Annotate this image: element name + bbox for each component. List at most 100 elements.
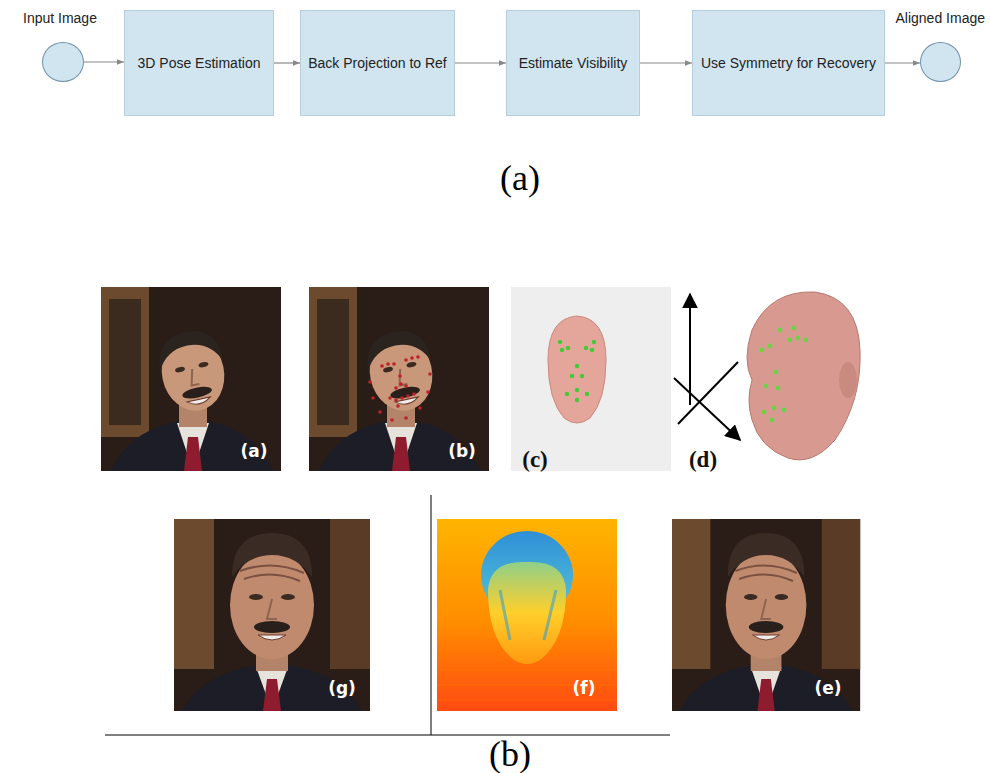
output-circle: Aligned Image: [920, 42, 961, 82]
flow-arrow: [274, 62, 300, 63]
landmark-dot: [570, 374, 574, 378]
subfigure-label: (g): [328, 680, 356, 697]
model-landmarks: [558, 340, 596, 402]
landmark-dot: [788, 338, 793, 343]
landmark-dot: [418, 406, 422, 410]
axis: [674, 378, 740, 440]
landmark-dot: [404, 358, 408, 362]
landmark-dot: [762, 410, 767, 415]
landmark-dots: [368, 355, 432, 422]
landmark-dot: [770, 418, 775, 423]
landmark-dot: [584, 346, 588, 350]
divider-line: [105, 735, 670, 736]
landmark-dot: [392, 362, 396, 366]
subfigure-label: (b): [448, 443, 476, 460]
landmark-dot: [368, 380, 372, 384]
process-box: Estimate Visibility: [506, 10, 640, 116]
landmark-dot: [378, 410, 382, 414]
landmark-dot: [380, 364, 384, 368]
landmark-dot: [399, 382, 403, 386]
process-box: Back Projection to Ref: [300, 10, 455, 116]
axis: [678, 362, 738, 424]
depth-shading: [500, 590, 556, 640]
landmark-dot: [782, 408, 787, 413]
flow-arrow: [84, 61, 124, 62]
subfigure-label: (d): [689, 448, 717, 471]
landmark-dot: [590, 348, 594, 352]
landmark-dot: [410, 356, 414, 360]
node-label: Input Image: [23, 10, 97, 27]
landmark-dot: [565, 392, 569, 396]
subfigure-label: (e): [814, 680, 841, 697]
landmark-dot: [416, 355, 420, 359]
divider-line: [431, 495, 432, 735]
box-text: Use Symmetry for Recovery: [701, 55, 876, 72]
axis: [689, 294, 691, 405]
ear: [839, 362, 857, 398]
landmark-dot: [776, 386, 781, 391]
model-panel: [511, 287, 671, 471]
landmark-dot: [592, 340, 596, 344]
landmark-dot: [404, 384, 408, 388]
landmark-dot: [575, 398, 579, 402]
panel-caption: (b): [487, 736, 533, 772]
depth-face: [488, 562, 566, 664]
aligned-photo: [174, 519, 370, 711]
landmark-dot: [804, 338, 809, 343]
landmark-dot: [778, 328, 783, 333]
landmark-dot: [404, 416, 408, 420]
landmark-dot: [396, 404, 400, 408]
landmark-dot: [796, 336, 801, 341]
flow-arrow: [640, 62, 692, 63]
landmark-dot: [774, 370, 779, 375]
landmark-dot: [580, 374, 584, 378]
aligned-photo: [672, 519, 860, 711]
landmark-dot: [575, 388, 579, 392]
landmark-dot: [394, 386, 398, 390]
box-text: 3D Pose Estimation: [138, 55, 261, 72]
landmark-dot: [764, 384, 769, 389]
landmark-dot: [558, 340, 562, 344]
landmark-dot: [768, 344, 773, 349]
depth-stripe: [437, 700, 617, 701]
input-circle: Input Image: [42, 42, 84, 82]
landmark-dot: [426, 390, 430, 394]
landmark-dot: [412, 392, 416, 396]
landmark-dot: [394, 398, 398, 402]
landmark-dot: [772, 406, 777, 411]
node-label: Aligned Image: [895, 10, 985, 27]
landmark-dot: [792, 326, 797, 331]
box-text: Back Projection to Ref: [308, 55, 447, 72]
panel-caption: (a): [498, 160, 542, 196]
subfigure-label: (a): [240, 443, 267, 460]
rotated-head: [747, 292, 860, 460]
landmark-dot: [575, 364, 579, 368]
landmark-dot: [760, 348, 765, 353]
landmark-dot: [398, 374, 402, 378]
model-head: [548, 316, 606, 423]
subfigure-label: (f): [573, 680, 596, 697]
landmark-dot: [560, 348, 564, 352]
process-box: 3D Pose Estimation: [124, 10, 274, 116]
landmark-dot: [371, 396, 375, 400]
landmark-dot: [406, 394, 410, 398]
landmark-dot: [386, 362, 390, 366]
landmark-dot: [388, 396, 392, 400]
flow-arrow: [455, 62, 506, 63]
landmark-photo: [309, 287, 489, 471]
depth-stripe: [437, 670, 617, 671]
rotated-landmarks: [760, 326, 809, 423]
landmark-dot: [566, 346, 570, 350]
process-box: Use Symmetry for Recovery: [692, 10, 885, 116]
box-text: Estimate Visibility: [519, 55, 628, 72]
subfigure-label: (c): [522, 448, 548, 471]
landmark-dot: [428, 372, 432, 376]
depth-map: [437, 519, 617, 711]
flow-arrow: [885, 62, 920, 63]
landmark-dot: [390, 418, 394, 422]
landmark-dot: [585, 392, 589, 396]
input-photo: [101, 287, 281, 471]
landmark-dot: [400, 396, 404, 400]
